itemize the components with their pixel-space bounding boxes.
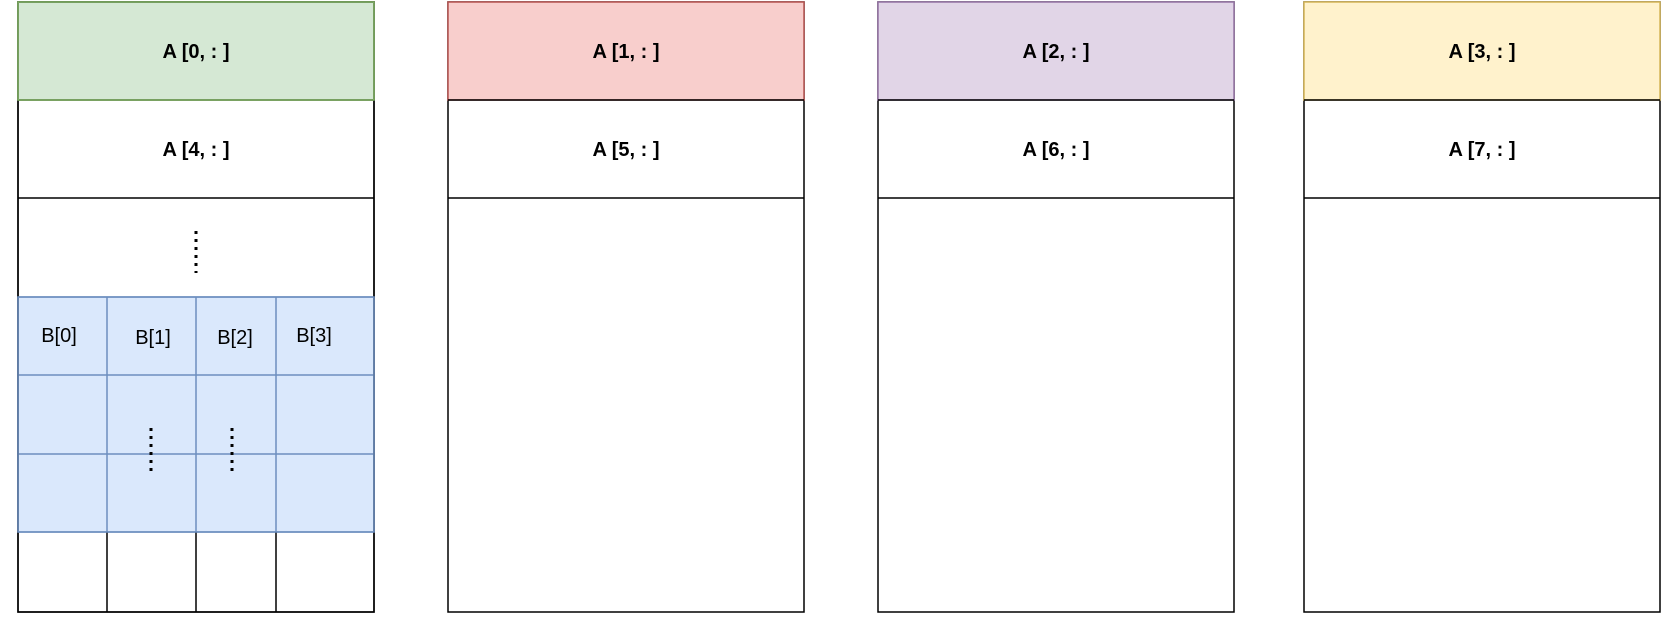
column-1: A [1, : ] A [5, : ] (447, 1, 805, 613)
column-2-top-cell (877, 1, 1235, 101)
column-3: A [3, : ] A [7, : ] (1303, 1, 1661, 613)
column-1-top-label: A [1, : ] (592, 41, 659, 63)
column-0: A [0, : ] A [4, : ] B[0] B[1] B[2] B[3] (17, 1, 375, 613)
b-label-3: B[3] (296, 325, 332, 347)
column-0-second-label: A [4, : ] (162, 139, 229, 161)
column-3-top-label: A [3, : ] (1448, 41, 1515, 63)
column-3-frame (1303, 1, 1661, 613)
b-label-1: B[1] (135, 327, 171, 349)
column-2-frame (877, 1, 1235, 613)
b-label-0: B[0] (41, 325, 77, 347)
column-3-top-cell (1303, 1, 1661, 101)
column-1-frame (447, 1, 805, 613)
column-2: A [2, : ] A [6, : ] (877, 1, 1235, 613)
column-2-top-label: A [2, : ] (1022, 41, 1089, 63)
column-0-top-cell (17, 1, 375, 101)
column-0-top-outline (17, 1, 375, 101)
column-0-top-label: A [0, : ] (162, 41, 229, 63)
column-2-second-label: A [6, : ] (1022, 139, 1089, 161)
b-block-outline (17, 296, 375, 533)
column-1-top-cell (447, 1, 805, 101)
b-block: B[0] B[1] B[2] B[3] (17, 296, 375, 533)
column-1-second-label: A [5, : ] (592, 139, 659, 161)
b-label-2: B[2] (217, 327, 253, 349)
column-3-second-label: A [7, : ] (1448, 139, 1515, 161)
